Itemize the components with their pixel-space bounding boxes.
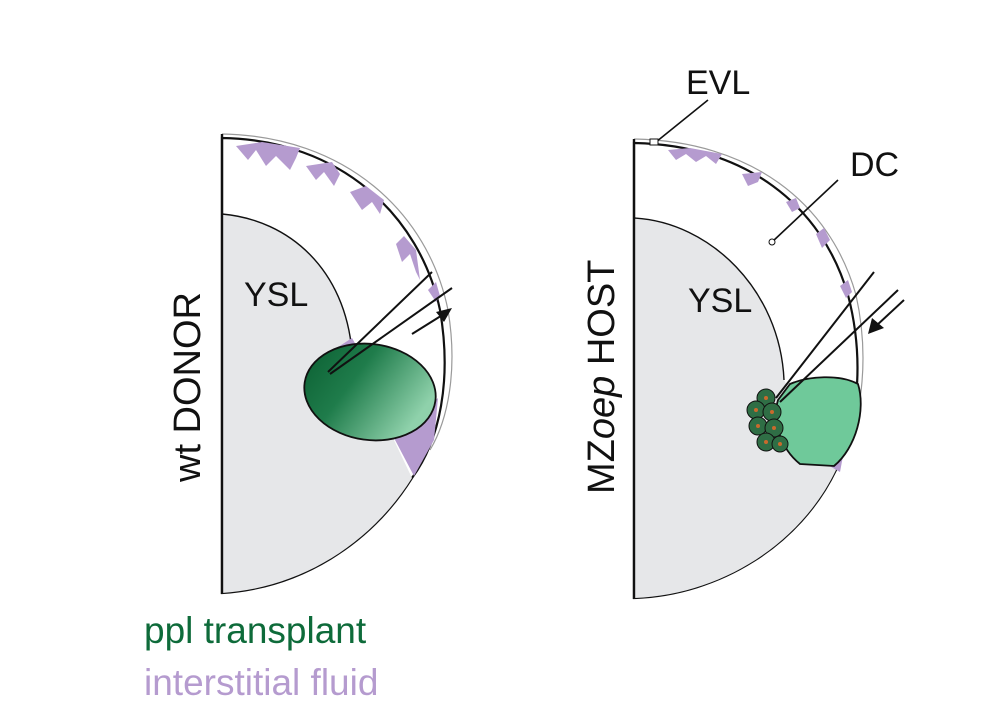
host-yolk (634, 218, 836, 598)
host-fluid-patch (742, 172, 762, 186)
donor-fluid-patch (428, 282, 440, 302)
host-side-label-italic: oep (581, 376, 623, 439)
donor-fluid-patch (306, 162, 340, 186)
host-side-label: MZoep HOST (581, 260, 623, 494)
evl-label: EVL (686, 64, 750, 102)
host-side-label-suffix: HOST (581, 260, 623, 376)
host-pipette-line (775, 271, 875, 399)
host-yolk-label: YSL (688, 282, 752, 320)
dc-label: DC (850, 146, 899, 184)
donor-pipette-line (329, 287, 453, 375)
dc-marker (768, 238, 776, 246)
legend-fluid: interstitial fluid (144, 662, 379, 703)
host-arrow-shaft (875, 299, 905, 327)
host-pipette-line (779, 289, 899, 403)
donor-fluid-patch (236, 142, 300, 170)
host-fluid-patch (668, 148, 722, 164)
donor-arrow-head (436, 308, 452, 322)
donor-outline-secondary (221, 133, 453, 451)
host-embryo: YSL EVL DC MZoep HOST (581, 64, 905, 600)
evl-pointer (655, 99, 709, 143)
host-arrow-head (868, 318, 884, 334)
donor-arrow-shaft (411, 313, 445, 335)
donor-fluid-patch (396, 236, 420, 280)
donor-fluid-patch (350, 186, 384, 214)
donor-yolk-label: YSL (244, 276, 308, 314)
donor-yolk-boundary (221, 213, 353, 353)
host-side-label-prefix: MZ (581, 439, 623, 494)
host-ppl-transplant (775, 376, 862, 467)
host-yolk-boundary (633, 217, 785, 381)
host-outline-secondary (633, 138, 864, 411)
host-fluid-patch (786, 198, 800, 212)
host-fluid-patch (816, 228, 830, 248)
dc-pointer (771, 179, 839, 243)
evl-marker (649, 138, 659, 146)
donor-pipette-line (327, 271, 433, 373)
host-fluid-patch (840, 280, 852, 298)
legend-transplant: ppl transplant (144, 610, 367, 651)
host-cell-cluster (746, 388, 789, 453)
donor-side-label: wt DONOR (167, 292, 209, 483)
donor-embryo: YSL wt DONOR (167, 133, 453, 595)
